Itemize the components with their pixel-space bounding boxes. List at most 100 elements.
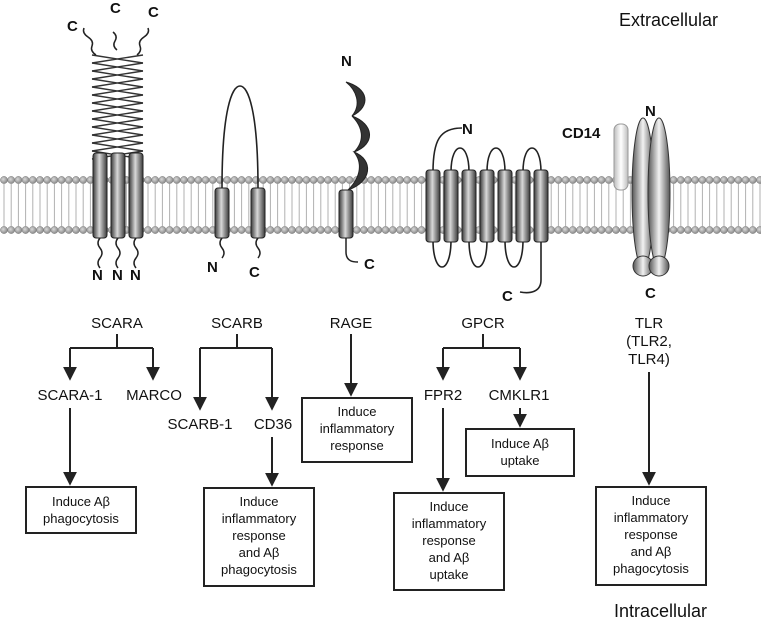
lipid-head [583, 226, 592, 234]
outcome-scarb-line-3: response [232, 528, 285, 543]
lipid-head [374, 176, 383, 184]
lipid-head [547, 176, 556, 184]
gpcr-tm-4 [479, 169, 495, 243]
lipid-head [676, 176, 685, 184]
coil-segment [91, 142, 144, 152]
scarb-helix-1 [214, 187, 230, 239]
lipid-head [396, 226, 404, 234]
lipid-head [79, 226, 88, 234]
lipid-head [0, 226, 8, 234]
scara-c-strand-2 [112, 31, 118, 51]
scara-n-label-3: N [130, 267, 141, 284]
outcome-box-tlr: Induce inflammatory response and Aβ phag… [595, 486, 707, 586]
gpcr-tm-5 [497, 169, 513, 243]
lipid-head [612, 226, 620, 234]
lipid-head [21, 176, 30, 184]
lipid-head [237, 226, 246, 234]
lipid-head [417, 176, 426, 184]
lipid-head [280, 176, 289, 184]
scara-n-label-2: N [112, 267, 123, 284]
lipid-head [165, 226, 174, 234]
outcome-box-cmklr1: Induce Aβ uptake [465, 428, 575, 477]
lipid-head [367, 176, 376, 184]
scara-c-strand-3 [136, 27, 150, 56]
lipid-head [554, 226, 563, 234]
lipid-head [561, 176, 570, 184]
scara-c-label-3: C [148, 4, 159, 21]
scarb-n-label: N [207, 259, 218, 276]
lipid-head [331, 176, 340, 184]
scarb-loop [221, 85, 259, 189]
lipid-head [604, 226, 613, 234]
rage-n-label: N [341, 53, 352, 70]
lipid-head [21, 226, 30, 234]
outcome-box-scara: Induce Aβ phagocytosis [25, 486, 137, 534]
lipid-head [158, 226, 167, 234]
outcome-fpr2-line-2: inflammatory [412, 516, 487, 531]
coil-segment [91, 94, 144, 104]
lipid-head [43, 226, 52, 234]
scara-label: SCARA [91, 315, 143, 332]
intracellular-label: Intracellular [614, 601, 707, 621]
outcome-rage-line-3: response [330, 438, 383, 453]
lipid-head [748, 176, 757, 184]
lipid-head [554, 176, 563, 184]
lipid-head [669, 176, 678, 184]
lipid-head [158, 176, 167, 184]
lipid-head [208, 176, 217, 184]
outcome-scarb-line-5: phagocytosis [221, 562, 297, 577]
lipid-head [302, 226, 311, 234]
outcome-cmklr1-line-2: uptake [500, 453, 539, 468]
lipid-head [14, 226, 23, 234]
coil-segment [91, 126, 144, 136]
lipid-head [57, 176, 66, 184]
lipid-head [194, 176, 203, 184]
lipid-head [288, 176, 296, 184]
lipid-head [734, 226, 743, 234]
rage-ig-domain-2 [351, 115, 370, 153]
scara-receptor: C C C N N N [67, 0, 159, 284]
outcome-scara-line-1: Induce Aβ [52, 494, 110, 509]
outcome-tlr-line-2: inflammatory [614, 510, 689, 525]
gpcr-c-label: C [502, 288, 513, 305]
lipid-head [669, 226, 678, 234]
lipid-head [172, 226, 181, 234]
lipid-head [396, 176, 404, 184]
lipid-head [331, 226, 340, 234]
lipid-head [187, 176, 196, 184]
lipid-head [151, 226, 160, 234]
coil-segment [91, 86, 144, 96]
lipid-head [345, 176, 354, 184]
outcome-box-scarb: Induce inflammatory response and Aβ phag… [203, 487, 315, 587]
coil-segment [91, 102, 144, 112]
gpcr-tm-6 [515, 169, 531, 243]
coil-segment [91, 110, 144, 120]
pathway-arrows [63, 334, 656, 492]
lipid-head [302, 176, 311, 184]
lipid-head [705, 226, 714, 234]
lipid-head [691, 176, 700, 184]
scara-c-label-2: C [110, 0, 121, 17]
coil-segment [91, 78, 144, 88]
lipid-head [28, 176, 37, 184]
lipid-head [684, 176, 692, 184]
lipid-head [144, 226, 152, 234]
lipid-head [720, 176, 728, 184]
tlr-n-label: N [645, 103, 656, 120]
tlr-label-line-3: TLR4) [628, 351, 670, 368]
rage-ig-domain-3 [347, 150, 369, 191]
tlr-tir-domain-2 [648, 255, 670, 277]
outcome-rage-line-2: inflammatory [320, 421, 395, 436]
lipid-head [309, 226, 318, 234]
outcome-fpr2-line-3: response [422, 533, 475, 548]
outcome-fpr2-line-5: uptake [429, 567, 468, 582]
lipid-head [79, 176, 88, 184]
lipid-head [381, 176, 390, 184]
lipid-head [273, 226, 282, 234]
lipid-head [576, 176, 584, 184]
coil-segment [91, 118, 144, 128]
lipid-head [417, 226, 426, 234]
scarb-helix-2 [250, 187, 266, 239]
lipid-head [64, 226, 73, 234]
lipid-head [201, 226, 210, 234]
